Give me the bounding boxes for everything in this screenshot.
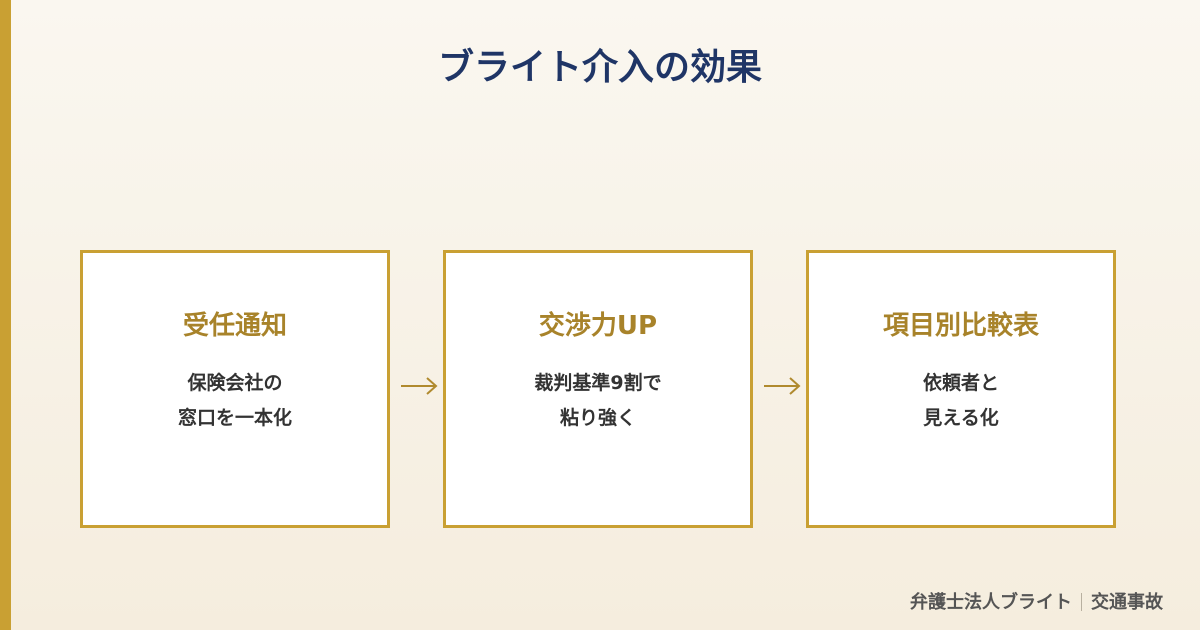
footer-topic: 交通事故 [1091,592,1163,613]
arrow-right-icon [764,377,801,395]
card-title: 交渉力UP [538,311,658,341]
card-description-line: 保険会社の [187,372,283,394]
effect-card-comparison: 項目別比較表 依頼者と 見える化 [806,250,1116,528]
page-title: ブライト介入の効果 [437,47,762,88]
effect-card-negotiation: 交渉力UP 裁判基準9割で 粘り強く [443,250,753,528]
arrow-right-icon [401,377,438,395]
card-description-line: 見える化 [923,407,999,429]
footer-separator [1081,593,1082,611]
card-description-line: 窓口を一本化 [177,407,292,429]
effect-card-notice: 受任通知 保険会社の 窓口を一本化 [80,250,390,528]
card-description-line: 依頼者と [922,372,999,394]
card-title: 受任通知 [182,311,287,341]
footer-firm-name: 弁護士法人ブライト [910,592,1072,613]
card-description: 保険会社の 窓口を一本化 [83,366,387,436]
card-title: 項目別比較表 [882,311,1039,341]
card-description-line: 粘り強く [559,407,636,429]
card-description-line: 裁判基準9割で [534,372,662,394]
footer-credit: 弁護士法人ブライト交通事故 [910,588,1200,618]
left-accent-bar [0,0,11,630]
card-description: 裁判基準9割で 粘り強く [446,366,750,436]
card-description: 依頼者と 見える化 [809,366,1113,436]
